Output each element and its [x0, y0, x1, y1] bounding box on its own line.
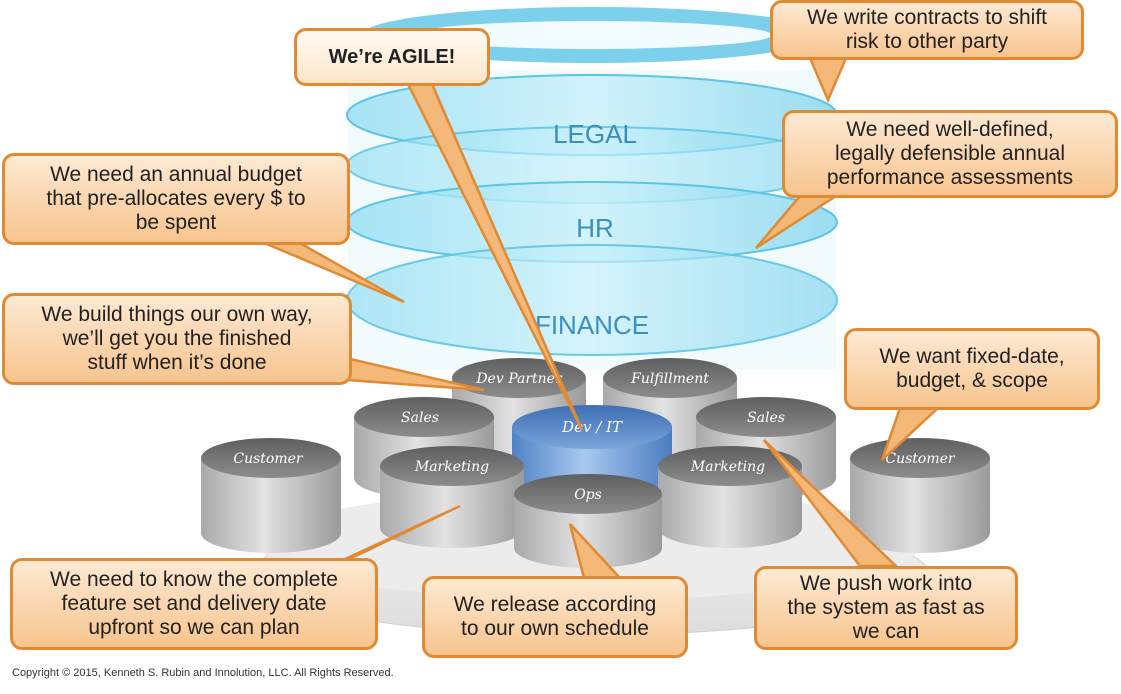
callout-ops: We release according to our own schedule: [422, 576, 688, 658]
callout-finance: We need an annual budget that pre-alloca…: [2, 153, 350, 245]
copyright-notice: Copyright © 2015, Kenneth S. Rubin and I…: [12, 667, 394, 679]
callout-marketing: We need to know the complete feature set…: [10, 558, 378, 650]
cylinder-customer-left: Customer: [201, 438, 341, 553]
marketing-left-label: Marketing: [414, 459, 489, 475]
marketing-right-label: Marketing: [690, 459, 765, 475]
layer-label-hr: HR: [576, 213, 614, 243]
dev-it-label: Dev / IT: [561, 418, 623, 436]
dev-partner-label: Dev Partner: [475, 371, 563, 387]
sales-left-label: Sales: [401, 410, 439, 426]
customer-right-label: Customer: [885, 451, 956, 467]
ops-label: Ops: [574, 487, 602, 503]
callout-customer: We want fixed-date, budget, & scope: [844, 328, 1100, 410]
customer-left-label: Customer: [233, 451, 304, 467]
callout-sales: We push work into the system as fast as …: [754, 566, 1018, 650]
callout-hr: We need well-defined, legally defensible…: [782, 110, 1118, 198]
callout-dev-partner: We build things our own way, we’ll get y…: [2, 293, 352, 385]
callout-pointers: [261, 56, 942, 580]
fulfillment-label: Fulfillment: [630, 371, 709, 387]
callout-agile: We’re AGILE!: [294, 28, 490, 86]
layer-label-legal: LEGAL: [553, 119, 637, 149]
cylinder-customer-right: Customer: [850, 438, 990, 553]
callout-legal: We write contracts to shift risk to othe…: [770, 0, 1084, 60]
sales-right-label: Sales: [747, 410, 785, 426]
layer-label-finance: FINANCE: [535, 310, 649, 340]
cylinder-ops: Ops: [514, 474, 662, 568]
cylinder-marketing-right: Marketing: [658, 446, 802, 548]
top-ring-inner: [412, 21, 772, 49]
